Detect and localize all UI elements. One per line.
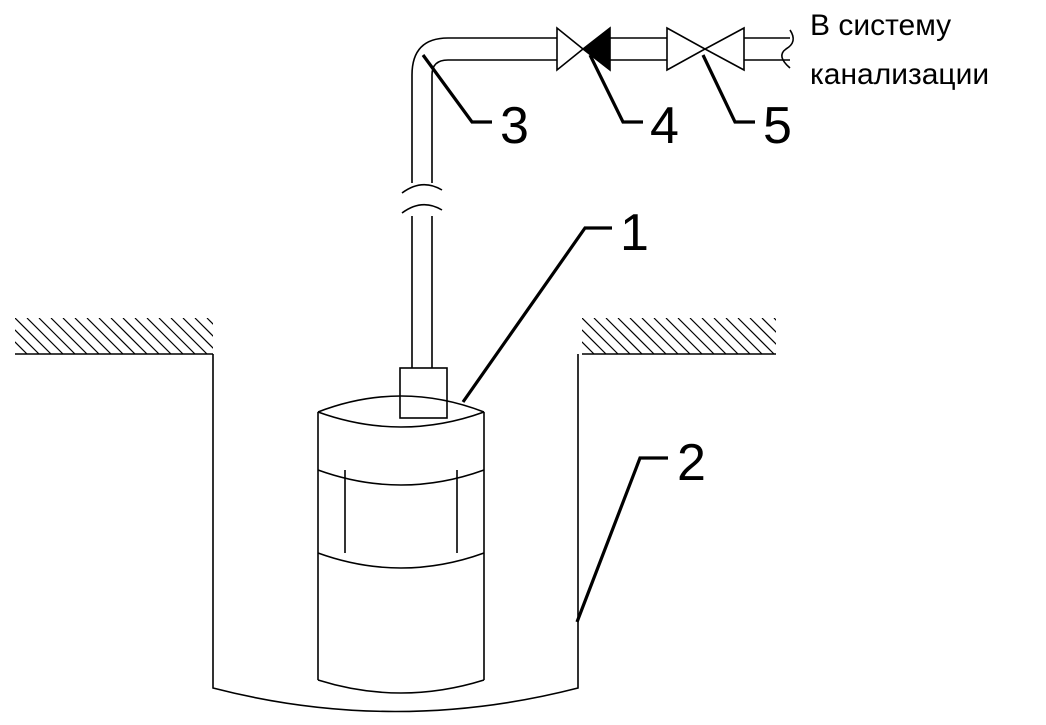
- hatch-stroke: [110, 318, 148, 354]
- hatch-stroke: [689, 318, 727, 354]
- hatch-stroke: [194, 318, 213, 337]
- pit-outline: [212, 354, 579, 713]
- ground-hatch-right: [582, 318, 776, 355]
- hatch-stroke: [15, 329, 40, 354]
- pipe-end-break: [781, 29, 794, 69]
- ground-hatch-left: [15, 318, 213, 355]
- pipe-break-mark: [401, 183, 443, 216]
- label-3: 3: [500, 97, 529, 155]
- hatch-stroke: [749, 318, 776, 345]
- gate-valve: [666, 26, 745, 72]
- hatch-stroke: [605, 318, 643, 354]
- hatch-stroke: [38, 318, 76, 354]
- hatch-stroke: [725, 318, 763, 354]
- hatch-stroke: [158, 318, 196, 354]
- discharge-pipe: [411, 37, 790, 368]
- hatch-stroke: [122, 318, 160, 354]
- check-valve: [581, 26, 611, 72]
- hatch-stroke: [15, 353, 16, 354]
- hatch-stroke: [665, 318, 703, 354]
- hatch-stroke: [653, 318, 691, 354]
- hatch-stroke: [629, 318, 667, 354]
- hatch-stroke: [170, 318, 208, 354]
- hatch-stroke: [62, 318, 100, 354]
- hatch-stroke: [15, 318, 52, 354]
- leader-line-2: [575, 456, 668, 623]
- hatch-stroke: [134, 318, 172, 354]
- leader-line-3: [421, 54, 492, 124]
- hatch-stroke: [617, 318, 655, 354]
- hatch-stroke: [582, 329, 607, 354]
- hatch-stroke: [182, 318, 213, 349]
- leader-line-1: [461, 226, 612, 403]
- hatch-stroke: [26, 318, 64, 354]
- hatch-stroke: [761, 318, 776, 333]
- leader-line-5: [701, 54, 755, 124]
- hatch-stroke: [98, 318, 136, 354]
- label-2: 2: [677, 434, 706, 492]
- hatch-stroke: [593, 318, 631, 354]
- hatch-stroke: [86, 318, 124, 354]
- hatch-stroke: [701, 318, 739, 354]
- hatch-stroke: [146, 318, 184, 354]
- label-5: 5: [763, 97, 792, 155]
- destination-caption-line1: В систему: [810, 9, 951, 42]
- valve-left: [556, 26, 585, 72]
- hatch-stroke: [74, 318, 112, 354]
- label-1: 1: [620, 204, 649, 262]
- hatch-stroke: [713, 318, 751, 354]
- pump-body: [317, 395, 485, 694]
- destination-caption-line2: канализации: [810, 58, 989, 91]
- leader-line-4: [588, 54, 643, 124]
- hatch-stroke: [641, 318, 679, 354]
- hatch-stroke: [582, 341, 595, 354]
- label-4: 4: [650, 97, 679, 155]
- hatch-stroke: [50, 318, 88, 354]
- hatch-stroke: [737, 318, 775, 354]
- hatch-stroke: [15, 341, 28, 354]
- hatch-stroke: [582, 353, 583, 354]
- hatch-stroke: [582, 318, 619, 354]
- pump-outlet-coupling: [399, 367, 448, 419]
- hatch-stroke: [677, 318, 715, 354]
- hatch-stroke: [773, 318, 776, 321]
